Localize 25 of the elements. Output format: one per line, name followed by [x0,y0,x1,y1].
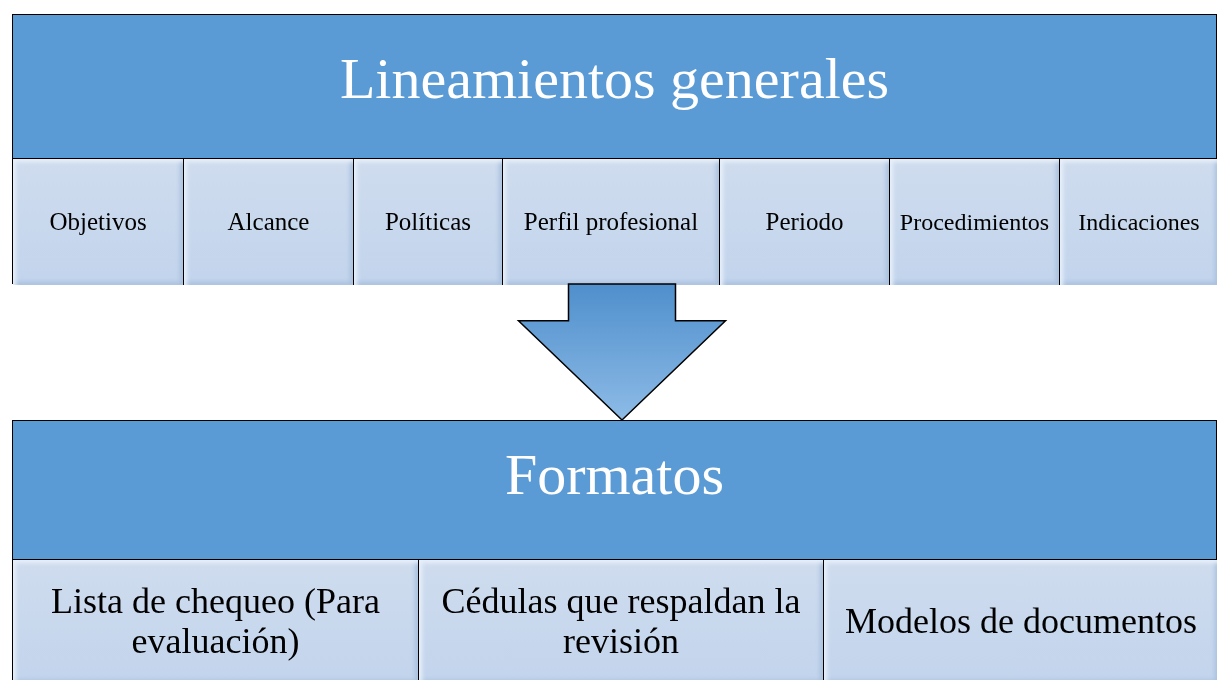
item-label: Procedimientos [898,208,1051,236]
item-tile [719,158,889,285]
item-tile [13,559,418,680]
item-tile [353,158,502,285]
item-label: Modelos de documentos [844,601,1198,642]
item-label: Objetivos [48,208,148,236]
header-panel [12,420,1217,680]
item-tile [183,158,353,285]
header-panel [12,14,1217,284]
item-label: Políticas [383,208,473,236]
item-label: Periodo [764,208,845,236]
item-tile [889,158,1059,285]
item-label: Cédulas que respaldan la revisión [440,581,802,662]
block-arrow [516,283,728,422]
item-label: Alcance [226,208,311,236]
item-tile [13,158,183,285]
item-tile [502,158,719,285]
item-label: Perfil profesional [522,208,700,236]
panel-heading: Formatos [503,441,726,508]
panel-heading: Lineamientos generales [338,45,891,112]
item-tile [823,559,1217,680]
item-label: Lista de chequeo (Para evaluación) [50,581,381,662]
item-tile [1059,158,1217,285]
item-label: Indicaciones [1077,208,1201,236]
item-tile [418,559,823,680]
